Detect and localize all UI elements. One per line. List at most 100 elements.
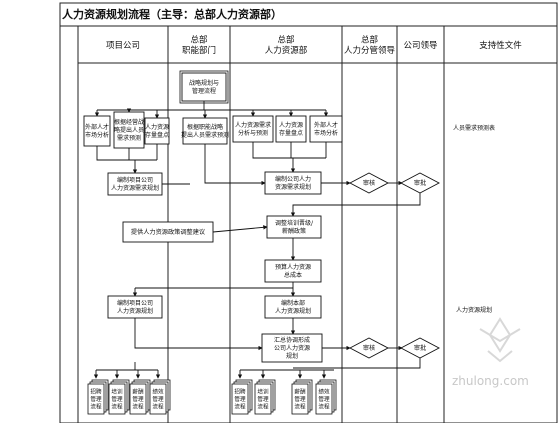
- external-talent-market-box-label: 外部人才: [85, 123, 109, 131]
- connector: [134, 318, 263, 351]
- connector: [212, 225, 268, 233]
- right-process-doc-2-label: 培训: [257, 387, 269, 395]
- budget-cost-box-label: 总成本: [284, 271, 302, 279]
- right-process-doc-2-label: 管理: [257, 395, 269, 403]
- lane-header: 总部: [361, 35, 379, 46]
- lane-header: 支持性文件: [479, 40, 522, 51]
- left-process-doc-3-label: 管理: [132, 395, 144, 403]
- lane-header: 总部: [190, 35, 208, 46]
- adjust-policy-box-label: 薪酬政策: [282, 227, 306, 235]
- summary-plan-box-label: 规划: [286, 352, 298, 360]
- functional-demand-forecast-box-label: 提出人员需求预测: [181, 131, 229, 139]
- left-process-doc-4-label: 绩效: [152, 387, 164, 395]
- policy-suggestion-box: 提供人力资源政策调整建议: [122, 221, 214, 243]
- right-process-doc-1-label: 流程: [234, 403, 246, 411]
- support-doc-hr-plan: 人力资源规划: [456, 306, 492, 314]
- connector: [293, 358, 421, 369]
- approve-diamond-2-label: 审批: [414, 344, 426, 352]
- lane-header: 人力分管领导: [344, 45, 396, 56]
- strategy-planning-outer-border: [179, 70, 229, 104]
- external-talent-market-box-label: 市场分析: [85, 131, 109, 139]
- left-process-doc-1-label: 流程: [90, 403, 102, 411]
- summary-plan-box-label: 公司人力资源: [274, 344, 310, 352]
- hq-hr-inventory-box-label: 存量盘点: [279, 129, 303, 137]
- right-process-doc-3-label: 管理: [294, 395, 306, 403]
- hr-demand-analysis-box-label: 人力资源需求: [235, 121, 271, 129]
- right-process-doc-4-label: 绩效: [318, 387, 330, 395]
- left-process-doc-4-label: 流程: [152, 403, 164, 411]
- hq-dept-hr-plan-box-label: 人力资源规划: [275, 307, 311, 315]
- review-diamond-2: 审核: [349, 337, 389, 359]
- review-diamond-2-label: 审核: [363, 344, 375, 352]
- lane-header: 职能部门: [182, 45, 216, 56]
- review-diamond-1-label: 审核: [363, 179, 375, 187]
- left-process-doc-4-label: 管理: [152, 395, 164, 403]
- left-process-doc-3-label: 流程: [132, 403, 144, 411]
- policy-suggestion-box-label: 提供人力资源政策调整建议: [131, 228, 206, 236]
- right-process-doc-3-label: 薪酬: [294, 387, 306, 395]
- right-process-doc-4-label: 管理: [318, 395, 330, 403]
- adjust-policy-box: 调整培训晋级/薪酬政策: [266, 215, 322, 239]
- functional-demand-forecast-box-label: 根据职能战略: [187, 123, 223, 131]
- connector: [96, 146, 157, 161]
- project-demand-forecast-box-label: 略提出人员: [114, 126, 144, 134]
- project-demand-forecast-box-label: 需求预测: [117, 134, 141, 142]
- swimlane-frame: [59, 25, 558, 423]
- strategy-planning-box-label: 管理流程: [192, 87, 216, 95]
- project-demand-plan-box-label: 人力资源需求规划: [111, 184, 159, 192]
- left-process-doc-2-label: 培训: [111, 387, 123, 395]
- left-process-doc-1-label: 招聘: [90, 387, 102, 395]
- approve-diamond-2: 审批: [400, 337, 440, 359]
- hr-inventory-box-label: 存量盘点: [145, 131, 169, 139]
- hr-inventory-box-label: 人力资源: [145, 123, 169, 131]
- project-hr-plan-box-label: 人力资源规划: [117, 307, 153, 315]
- project-demand-plan-box-label: 编制项目公司: [117, 176, 153, 184]
- lane-header: 总部: [277, 35, 295, 46]
- review-diamond-1: 审核: [349, 172, 389, 194]
- hq-external-talent-box-label: 市场分析: [314, 129, 338, 137]
- left-process-doc-1-label: 管理: [90, 395, 102, 403]
- right-process-doc-1-label: 管理: [234, 395, 246, 403]
- connector: [290, 193, 421, 217]
- left-process-doc-3-label: 薪酬: [132, 387, 144, 395]
- project-demand-forecast-box-label: 根据经营战: [114, 118, 144, 126]
- watermark-logo-icon: [479, 317, 521, 363]
- hq-demand-plan-box-label: 编制公司人力: [275, 175, 311, 183]
- lane-header: 人力资源部: [265, 45, 308, 56]
- hq-dept-hr-plan-box-label: 编制本部: [281, 299, 305, 307]
- strategy-planning-box-label: 战略规划与: [189, 79, 219, 87]
- hq-demand-plan-box-label: 资源需求规划: [275, 183, 311, 191]
- connector: [252, 142, 326, 159]
- hq-hr-inventory-box-label: 人力资源: [279, 121, 303, 129]
- right-process-doc-1-label: 招聘: [234, 387, 246, 395]
- connector: [204, 144, 266, 186]
- hr-demand-analysis-box-label: 分析与预测: [238, 129, 268, 137]
- hq-external-talent-box-label: 外部人才: [314, 121, 338, 129]
- support-doc-demand-forecast: 人员需求预测表: [453, 124, 495, 132]
- approve-diamond-1-label: 审批: [414, 179, 426, 187]
- lane-header: 公司领导: [403, 40, 438, 51]
- left-process-doc-2-label: 流程: [111, 403, 123, 411]
- summary-plan-box-label: 汇总协调形成: [274, 336, 310, 344]
